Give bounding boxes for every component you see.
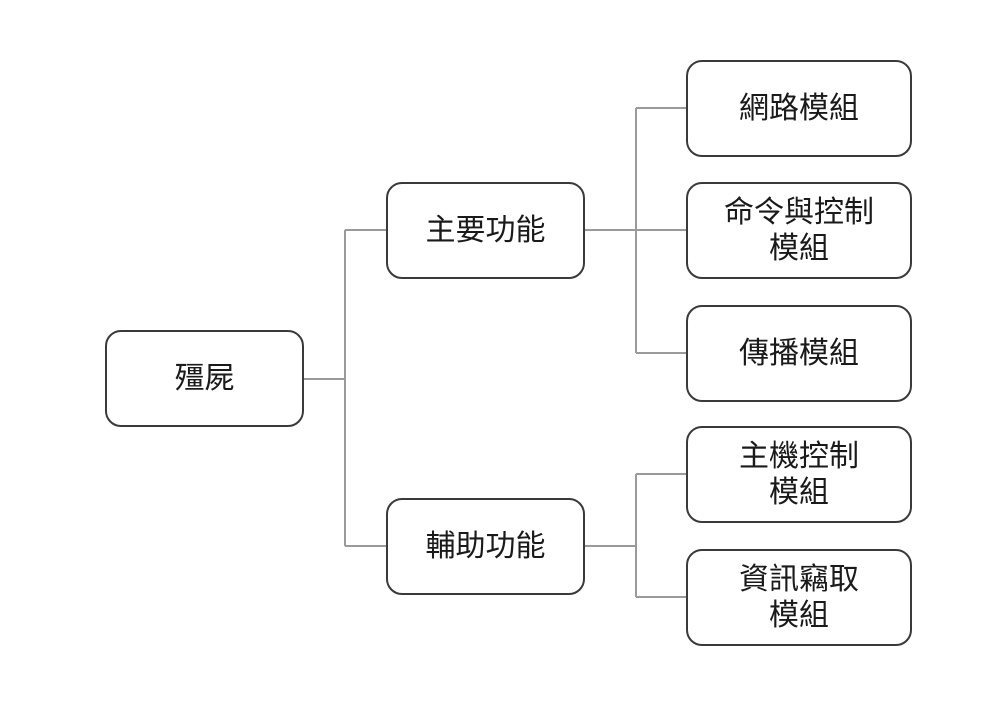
leaf-node-propagation-module: 傳播模組: [686, 305, 912, 402]
leaf-node-command-control-module: 命令與控制 模組: [686, 182, 912, 279]
leaf-node-info-theft-module: 資訊竊取 模組: [686, 549, 912, 646]
leaf-node-host-control-module: 主機控制 模組: [686, 426, 912, 523]
root-node-zombie: 殭屍: [105, 330, 304, 427]
branch-node-auxiliary-functions: 輔助功能: [386, 498, 585, 595]
branch-node-main-functions: 主要功能: [386, 182, 585, 279]
leaf-node-network-module: 網路模組: [686, 60, 912, 157]
